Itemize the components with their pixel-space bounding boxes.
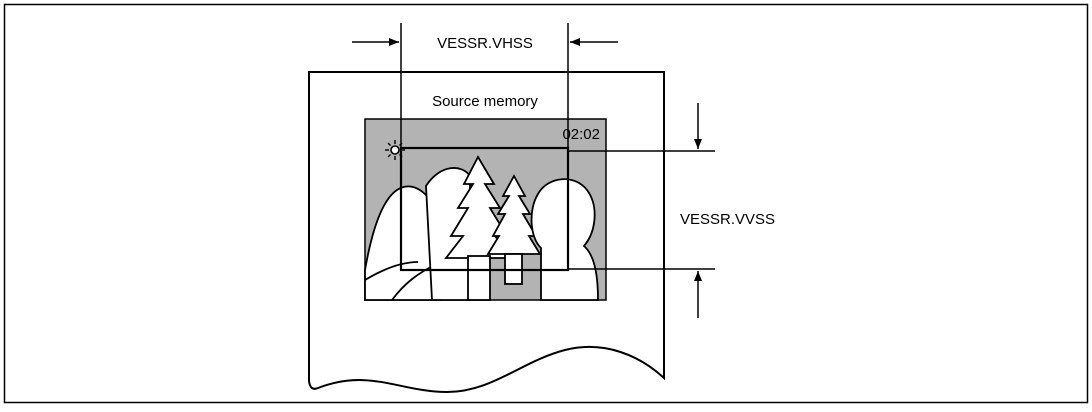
source-memory-label: Source memory [432, 93, 538, 110]
sun-icon [385, 140, 405, 160]
horizontal-size-label: VESSR.VHSS [437, 35, 533, 52]
vertical-size-label: VESSR.VVSS [680, 211, 775, 228]
big-tree-trunk [468, 256, 490, 300]
right-bush [532, 179, 598, 300]
timestamp-label: 02:02 [562, 126, 600, 143]
